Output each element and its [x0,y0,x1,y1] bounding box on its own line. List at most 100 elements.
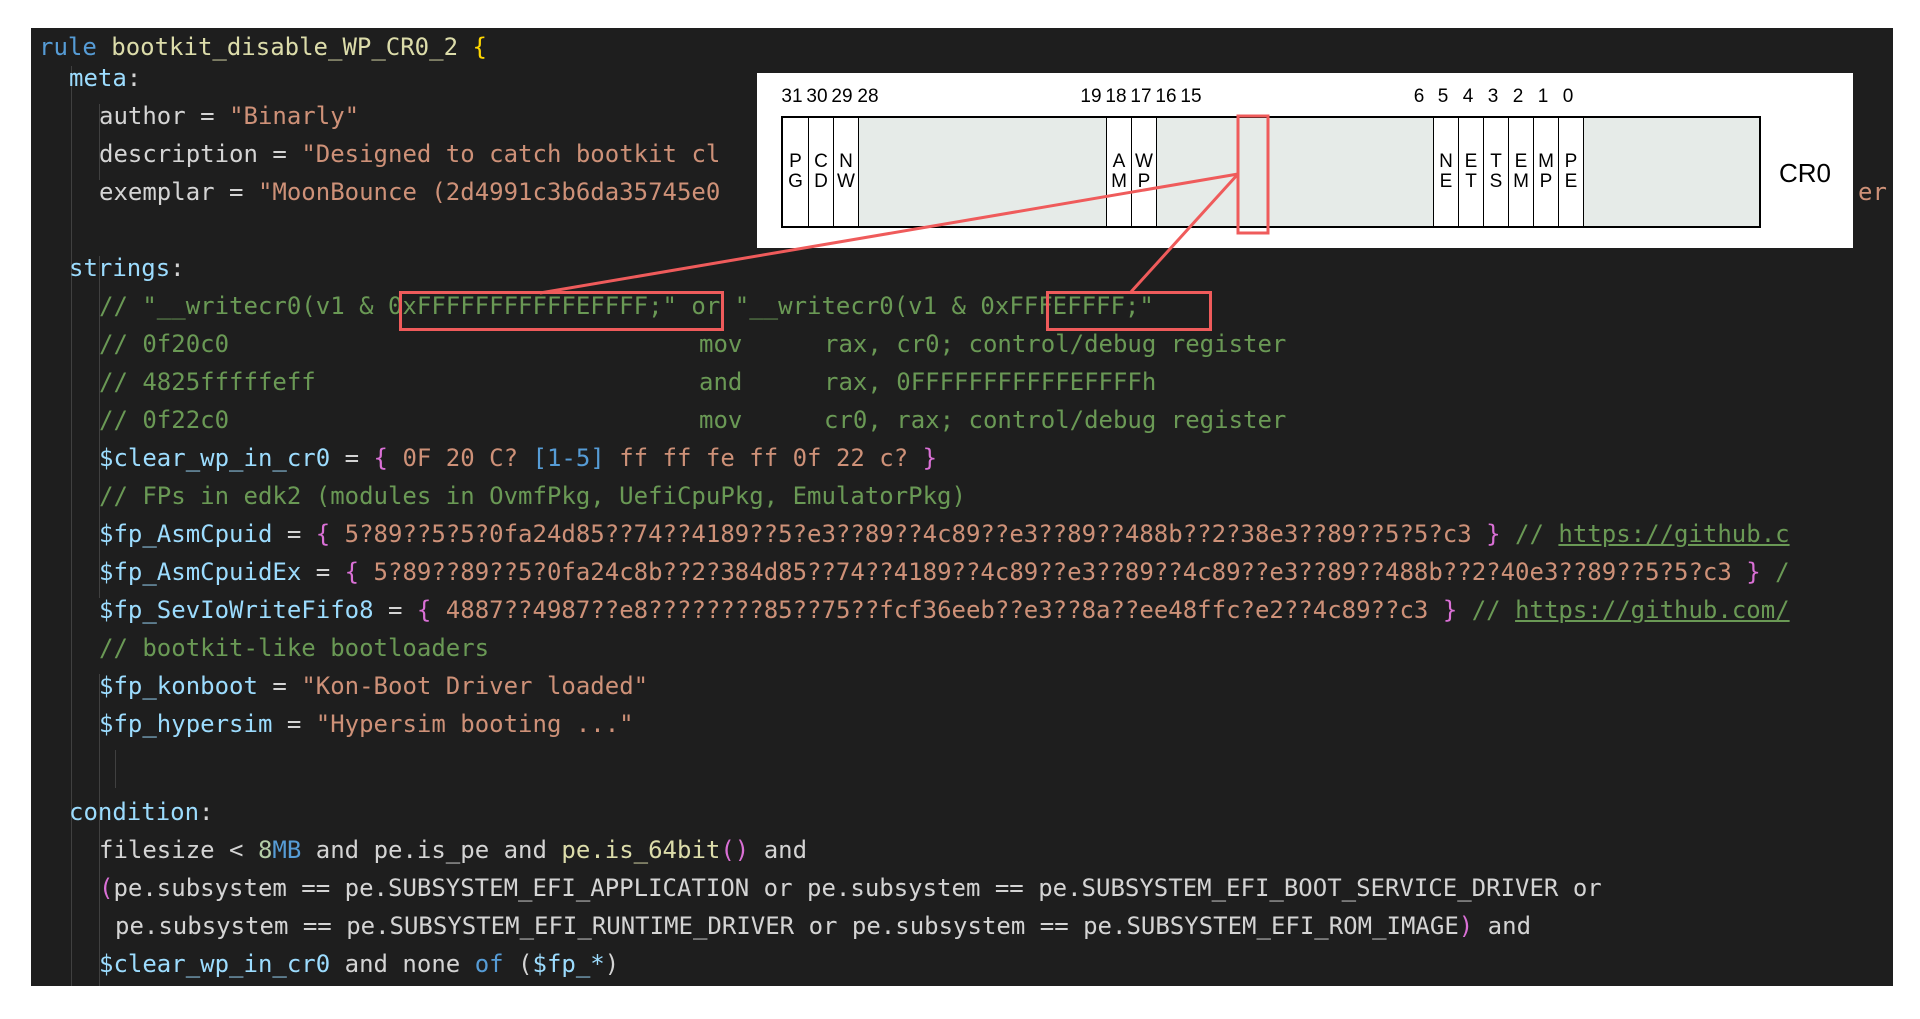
fps-comment: // FPs in edk2 (modules in OvmfPkg, Uefi… [99,482,966,510]
asm-mnemonic-3: mov [699,406,743,434]
filesize-unit: MB [272,836,302,864]
field-letter-bottom: E [1564,171,1578,192]
hex-open-brace: { [373,444,388,472]
asmcpuid-var: $fp_AsmCpuid [99,520,273,548]
field-letter-top: N [839,151,853,172]
rule-keyword: rule [39,33,97,61]
call-parens: () [720,836,750,864]
open-paren: ( [99,874,114,902]
and-none: and none [330,950,475,978]
asm-comment-line-3: // 0f22c0 [99,401,229,439]
condition-label-line: condition: [69,798,214,826]
asm-op-1: mov [699,325,742,363]
register-separator [1156,118,1157,226]
indent-guide [99,256,100,598]
clear-wp-line: $clear_wp_in_cr0 = { 0F 20 C? [1-5] ff f… [99,439,937,477]
hypersim-value: "Hypersim booting ..." [315,710,634,738]
field-letter-top: C [814,151,828,172]
and-op: and [301,836,374,864]
asm-operands-3: cr0, rax; control/debug register [824,406,1287,434]
bit-number-29: 29 [831,86,853,107]
field-letter-bottom: E [1439,171,1453,192]
konboot-line: $fp_konboot = "Kon-Boot Driver loaded" [99,672,649,700]
clear-wp-ref: $clear_wp_in_cr0 [99,950,331,978]
field-letter-bottom: W [837,171,855,192]
mask-32bit: 0xFFFEFFFF [980,292,1125,320]
hex-bytes-a: 0F 20 C? [388,444,533,472]
close-paren: ) [604,950,620,978]
writecr0-comment-a: // "__writecr0(v1 & [99,292,388,320]
asmcpuid-hex: 5?89??5?5?0fa24d85??74??4189??5?e3??89??… [330,520,1487,548]
bootkit-comment: // bootkit-like bootloaders [99,634,490,662]
field-letter-top: E [1514,151,1528,172]
comment-slashes: // [1515,520,1544,548]
bit-number-16: 16 [1155,86,1177,107]
asm-mnemonic-2: and [699,368,743,396]
asm-op-3: mov [699,401,742,439]
meta-description-line: description = "Designed to catch bootkit… [99,140,721,168]
field-letter-top: E [1464,151,1478,172]
close-paren: ) [1458,912,1474,940]
sevio-hex: 4887??4987??e8????????85??75??fcf36eeb??… [431,596,1443,624]
asm-bytes-2: // 4825fffffeff [99,368,316,396]
asm-operands-2: rax, 0FFFFFFFFFFFEFFFFh [824,368,1157,396]
and-op: and [1473,912,1532,940]
sevio-url-link[interactable]: https://github.com/ [1515,596,1790,624]
fps-comment-line: // FPs in edk2 (modules in OvmfPkg, Uefi… [99,477,966,515]
asm-comment-line-1: // 0f20c0 [99,325,229,363]
field-letter-top: M [1538,151,1554,172]
rule-header-line: rule bootkit_disable_WP_CR0_2 { [39,28,487,66]
bit-number-18: 18 [1105,86,1127,107]
field-letter-bottom: S [1489,171,1503,192]
cr0-label: CR0 [1779,158,1832,188]
equals-sign: = [344,444,360,472]
asm-args-1: rax, cr0; control/debug register [824,325,1286,363]
bit-number-0: 0 [1562,86,1574,107]
connector-32bit [1128,172,1240,295]
hex-bytes-b: ff ff fe ff 0f 22 c? [604,444,923,472]
field-letter-top: W [1135,151,1153,172]
bit-number-4: 4 [1462,86,1474,107]
hypersim-var: $fp_hypersim [99,710,273,738]
of-keyword: of [474,950,504,978]
hex-close-brace: } [922,444,938,472]
field-letter-top: N [1439,151,1453,172]
less-than: < [214,836,258,864]
fp-set: $fp_* [532,950,605,978]
mask-64bit: 0xFFFFFFFFFFFEFFFF [387,292,649,320]
sevio-var: $fp_SevIoWriteFifo8 [99,596,374,624]
indent-guide [99,674,100,986]
bit-number-6: 6 [1413,86,1425,107]
bit-number-5: 5 [1437,86,1449,107]
is-64bit-fn: pe.is_64bit [561,836,721,864]
subsystem-check-a: pe.subsystem == pe.SUBSYSTEM_EFI_APPLICA… [113,874,1602,902]
connector-64bit [539,172,1239,295]
field-letter-bottom: D [814,171,828,192]
bit-number-31: 31 [781,86,803,107]
meta-exemplar-key: exemplar [99,178,215,206]
condition-line-3: pe.subsystem == pe.SUBSYSTEM_EFI_RUNTIME… [115,907,1531,945]
meta-label-line: meta: [69,64,142,92]
open-paren: ( [503,950,533,978]
bit-number-2: 2 [1512,86,1524,107]
bit-number-1: 1 [1537,86,1549,107]
field-letter-top: P [1564,151,1578,172]
subsystem-check-b: pe.subsystem == pe.SUBSYSTEM_EFI_RUNTIME… [115,912,1459,940]
meta-description-value: "Designed to catch bootkit cl [301,140,721,168]
bootkit-comment-line: // bootkit-like bootloaders [99,629,489,667]
meta-exemplar-tail: er [1858,173,1887,211]
asmcpuid-url-link[interactable]: https://github.c [1558,520,1790,548]
bit-number-30: 30 [806,86,828,107]
field-letter-top: A [1112,151,1126,172]
meta-author-value: "Binarly" [229,102,360,130]
field-letter-bottom: P [1539,171,1553,192]
